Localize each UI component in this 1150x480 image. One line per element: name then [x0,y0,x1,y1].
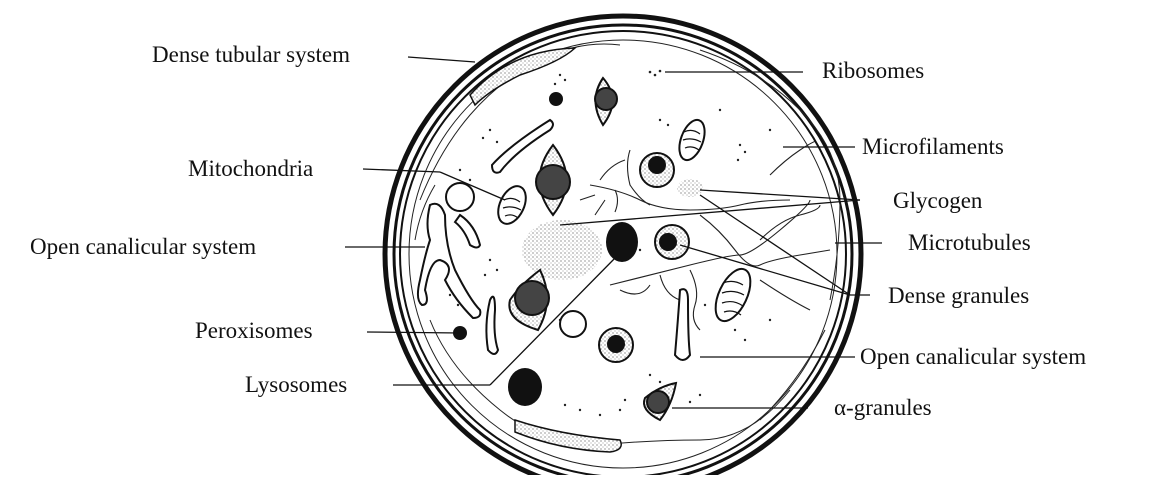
label-lysosomes: Lysosomes [245,372,347,398]
label-microfilaments: Microfilaments [862,134,1004,160]
label-dense-tubular-system: Dense tubular system [152,42,350,68]
label-dense-granules: Dense granules [888,283,1029,309]
label-glycogen: Glycogen [893,188,982,214]
label-open-canalicular-system-right: Open canalicular system [860,344,1086,370]
label-mitochondria: Mitochondria [188,156,313,182]
label-ribosomes: Ribosomes [822,58,924,84]
label-peroxisomes: Peroxisomes [195,318,313,344]
label-alpha-granules: α-granules [834,395,932,421]
label-open-canalicular-system-left: Open canalicular system [30,234,256,260]
label-microtubules: Microtubules [908,230,1031,256]
